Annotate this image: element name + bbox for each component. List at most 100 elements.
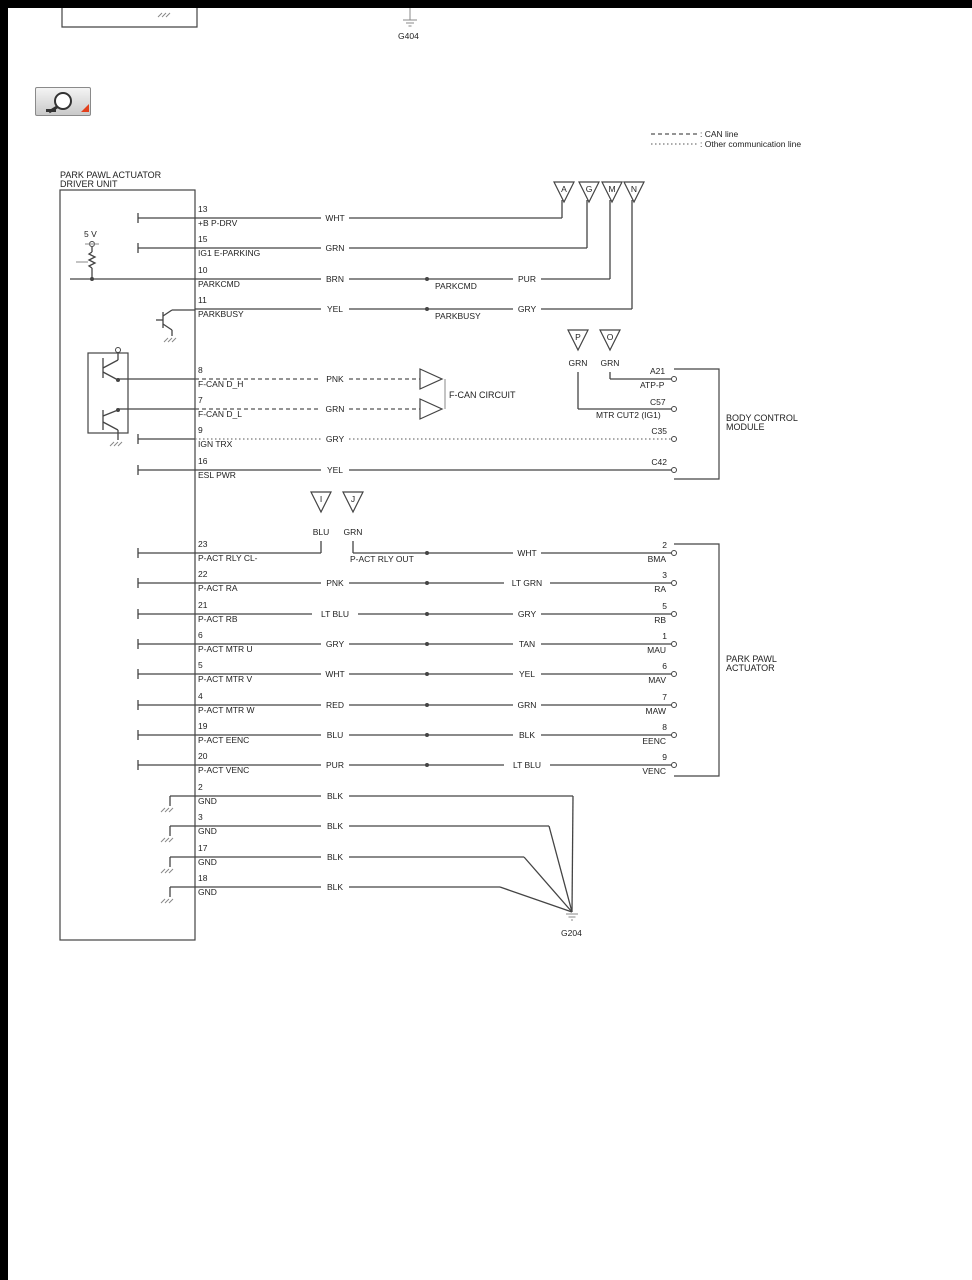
actuator-pin-name: MAV: [648, 675, 666, 685]
connector-wire-label: GRN: [344, 527, 363, 537]
ground-icon: [160, 837, 174, 843]
pin-number: 3: [198, 812, 203, 822]
pin-name: F-CAN D_H: [198, 379, 243, 389]
pin-name: +B P-DRV: [198, 218, 238, 228]
actuator-title-line1: PARK PAWL: [726, 654, 777, 664]
ground-label-g204: G204: [561, 928, 582, 938]
ground-icon: [403, 8, 417, 27]
bcm-terminal: [671, 436, 677, 442]
splice-name: PARKCMD: [435, 281, 477, 291]
actuator-pin-number: 2: [662, 540, 667, 550]
pin-number: 6: [198, 630, 203, 640]
connector-p: P: [567, 329, 589, 352]
actuator-pin-number: 8: [662, 722, 667, 732]
wire-color-label: RED: [326, 700, 344, 710]
ground-icon: [160, 868, 174, 874]
wire-color-label: BLK: [327, 821, 343, 831]
wire-color-label: GRY: [326, 639, 345, 649]
connector-wire-label: GRN: [601, 358, 620, 368]
pin-name: P-ACT RB: [198, 614, 238, 624]
actuator-terminal: [671, 580, 677, 586]
bcm-title-line2: MODULE: [726, 422, 765, 432]
actuator-pin-name: EENC: [642, 736, 666, 746]
actuator-terminal: [671, 702, 677, 708]
can-transceiver-icon: [87, 347, 129, 447]
wire-color-label: GRN: [518, 700, 537, 710]
pin-number: 4: [198, 691, 203, 701]
svg-text:O: O: [607, 332, 614, 342]
wire-color-label: BLK: [327, 791, 343, 801]
pin-number: 18: [198, 873, 208, 883]
actuator-pin-number: 3: [662, 570, 667, 580]
splice-dot: [90, 277, 94, 281]
wire-color-label: WHT: [325, 669, 344, 679]
supply-label: 5 V: [84, 229, 97, 239]
actuator-terminal: [671, 550, 677, 556]
ground-icon: [157, 12, 171, 18]
ground-wire: [523, 856, 573, 913]
actuator-box: [674, 543, 720, 777]
bcm-pin-name-atp: ATP-P: [640, 380, 665, 390]
actuator-terminal: [671, 762, 677, 768]
pin-name: P-ACT RA: [198, 583, 238, 593]
pin-number: 2: [198, 782, 203, 792]
connector-o: O: [599, 329, 621, 352]
pin-name: GND: [198, 796, 217, 806]
pin-number: 11: [198, 295, 207, 305]
wire-color-label: LT BLU: [321, 609, 349, 619]
page: G404 : CAN line : Other communication li…: [8, 8, 972, 1280]
connector-g: G: [578, 181, 600, 204]
pin-name: ESL PWR: [198, 470, 236, 480]
legend-can-label: : CAN line: [700, 129, 739, 139]
pin-name: GND: [198, 826, 217, 836]
actuator-pin-number: 7: [662, 692, 667, 702]
wire-color-label: GRY: [518, 609, 537, 619]
pin-name: P-ACT RLY CL-: [198, 553, 258, 563]
bcm-title-line1: BODY CONTROL: [726, 413, 798, 423]
pin-name: PARKCMD: [198, 279, 240, 289]
connector-a: A: [553, 181, 575, 204]
svg-text:N: N: [631, 184, 637, 194]
actuator-pin-name: RA: [654, 584, 666, 594]
pin-number: 10: [198, 265, 208, 275]
bcm-terminal: [671, 376, 677, 382]
wire-color-label: BLU: [327, 730, 344, 740]
can-circuit-arrow: [419, 368, 444, 390]
actuator-pin-name: RB: [654, 615, 666, 625]
wire-color-label: YEL: [327, 304, 343, 314]
wire-color-label: BLK: [327, 882, 343, 892]
wire-color-label: PUR: [518, 274, 536, 284]
relay-out-splice-label: P-ACT RLY OUT: [350, 554, 414, 564]
pin-number: 19: [198, 721, 208, 731]
pin-name: PARKBUSY: [198, 309, 244, 319]
wire-color-label: GRN: [326, 404, 345, 414]
magnifier-zoom-icon: [46, 92, 89, 114]
pin-name: P-ACT MTR W: [198, 705, 255, 715]
pin-number: 15: [198, 234, 208, 244]
wiring-diagram: G404 : CAN line : Other communication li…: [59, 8, 801, 941]
pin-number: 5: [198, 660, 203, 670]
actuator-terminal: [671, 611, 677, 617]
pin-number: 13: [198, 204, 208, 214]
wire-color-label: PNK: [326, 374, 344, 384]
actuator-terminal: [671, 641, 677, 647]
bcm-pin-name-mtrcut: MTR CUT2 (IG1): [596, 410, 661, 420]
connector-j: J: [342, 491, 364, 514]
pullup-resistor-icon: [76, 241, 99, 279]
ground-wire: [548, 825, 573, 913]
wire-color-label: GRY: [326, 434, 345, 444]
actuator-pin-name: MAW: [646, 706, 666, 716]
ground-wire: [499, 886, 573, 913]
actuator-pin-name: VENC: [642, 766, 666, 776]
zoom-button[interactable]: [35, 87, 91, 116]
pin-number: 9: [198, 425, 203, 435]
splice-dot: [425, 307, 429, 311]
wire-color-label: BRN: [326, 274, 344, 284]
wire-color-label: YEL: [327, 465, 343, 475]
bcm-pin-a21: A21: [650, 366, 665, 376]
actuator-title-line2: ACTUATOR: [726, 663, 775, 673]
ground-icon: [566, 913, 578, 921]
connector-wire-label: GRN: [569, 358, 588, 368]
pin-name: P-ACT VENC: [198, 765, 249, 775]
module-title-line1: PARK PAWL ACTUATOR: [60, 170, 162, 180]
